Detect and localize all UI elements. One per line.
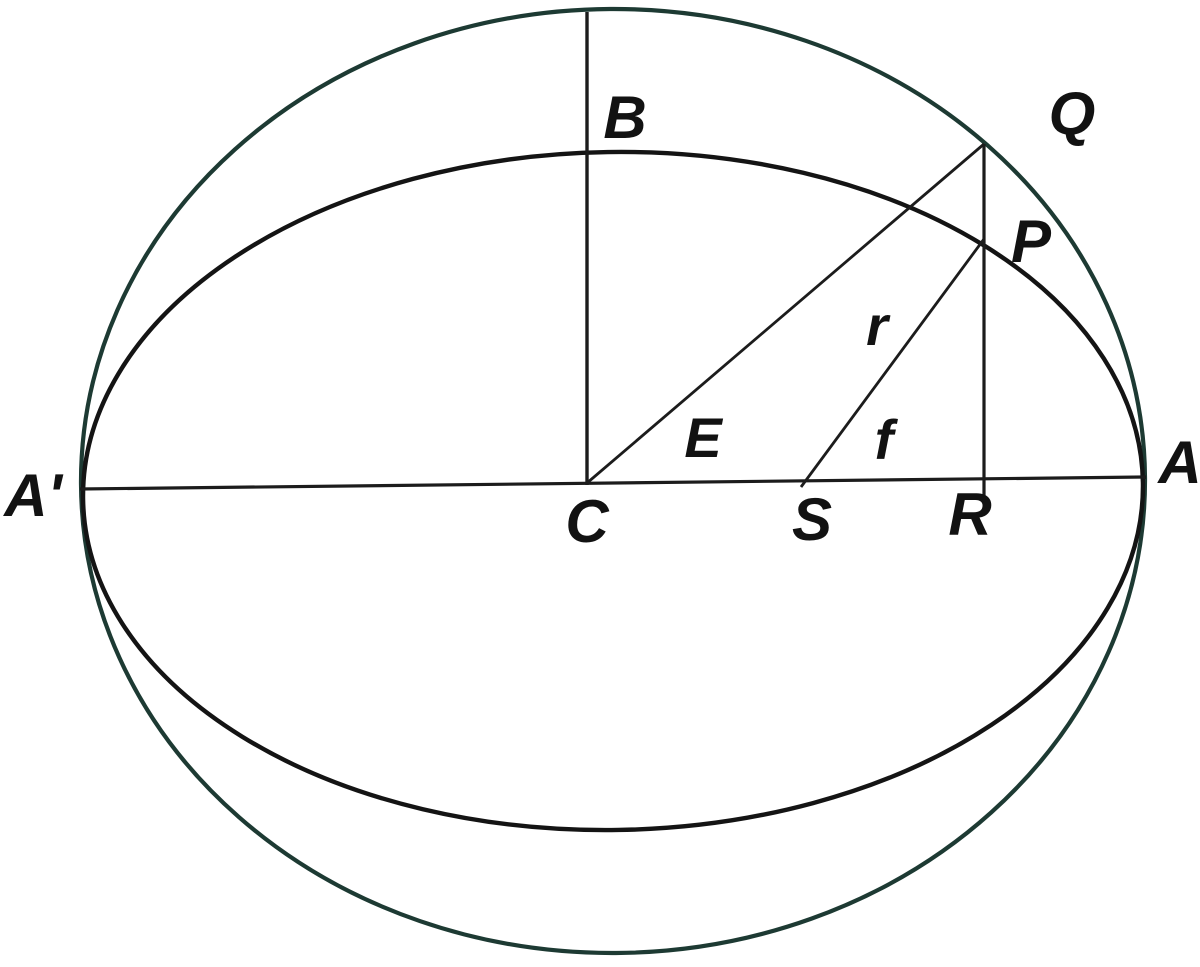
label-b: B	[603, 84, 646, 151]
label-angle-f: f	[875, 408, 899, 471]
label-c: C	[565, 488, 610, 555]
center-to-q-line	[586, 142, 985, 485]
major-axis-line	[79, 475, 1147, 491]
label-point-r: R	[948, 481, 991, 548]
label-a: A	[1156, 429, 1200, 496]
label-s: S	[792, 486, 832, 553]
label-q: Q	[1049, 80, 1096, 147]
label-angle-e: E	[684, 406, 723, 469]
label-p: P	[1011, 208, 1052, 275]
focus-to-p-line	[799, 238, 986, 488]
orbit-ellipse	[80, 149, 1146, 833]
label-a-prime: A'	[2, 462, 63, 529]
label-radius-r: r	[866, 294, 891, 357]
